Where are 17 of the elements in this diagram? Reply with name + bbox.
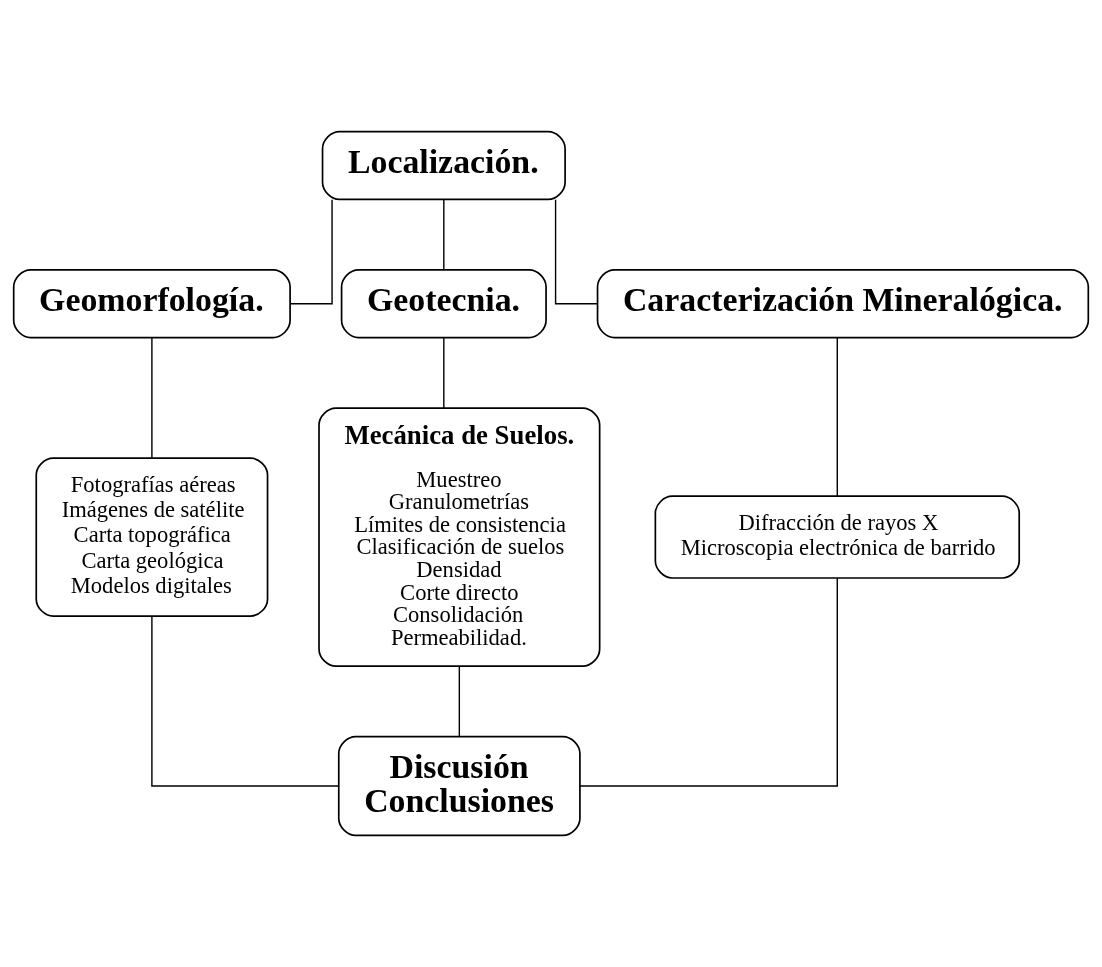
connector — [836, 336, 838, 497]
node-box: Geomorfología. — [12, 269, 291, 339]
connector — [151, 615, 340, 787]
node-box: Mecánica de Suelos. Muestreo Granulometrías Límites de consistencia Clasificación de suelos Densidad Corte directo Consolidación Permeabilidad. — [318, 407, 601, 667]
node-box: Difracción de rayos X Microscopia electrónica de barrido — [654, 495, 1021, 579]
connector — [458, 665, 461, 737]
node-box: Caracterización Mineralógica. — [596, 269, 1090, 339]
node-box: Discusión Conclusiones — [337, 735, 581, 837]
connector — [289, 198, 333, 305]
node-box: Fotografías aéreas Imágenes de satélite Carta topográfica Carta geológica Modelos digitales — [35, 457, 269, 617]
connector — [554, 198, 599, 305]
connector — [443, 198, 445, 271]
node-box: Geotecnia. — [340, 269, 547, 339]
connector — [151, 336, 153, 459]
connector — [443, 336, 445, 409]
node-box: Localización. — [321, 130, 566, 201]
connector — [579, 577, 838, 787]
